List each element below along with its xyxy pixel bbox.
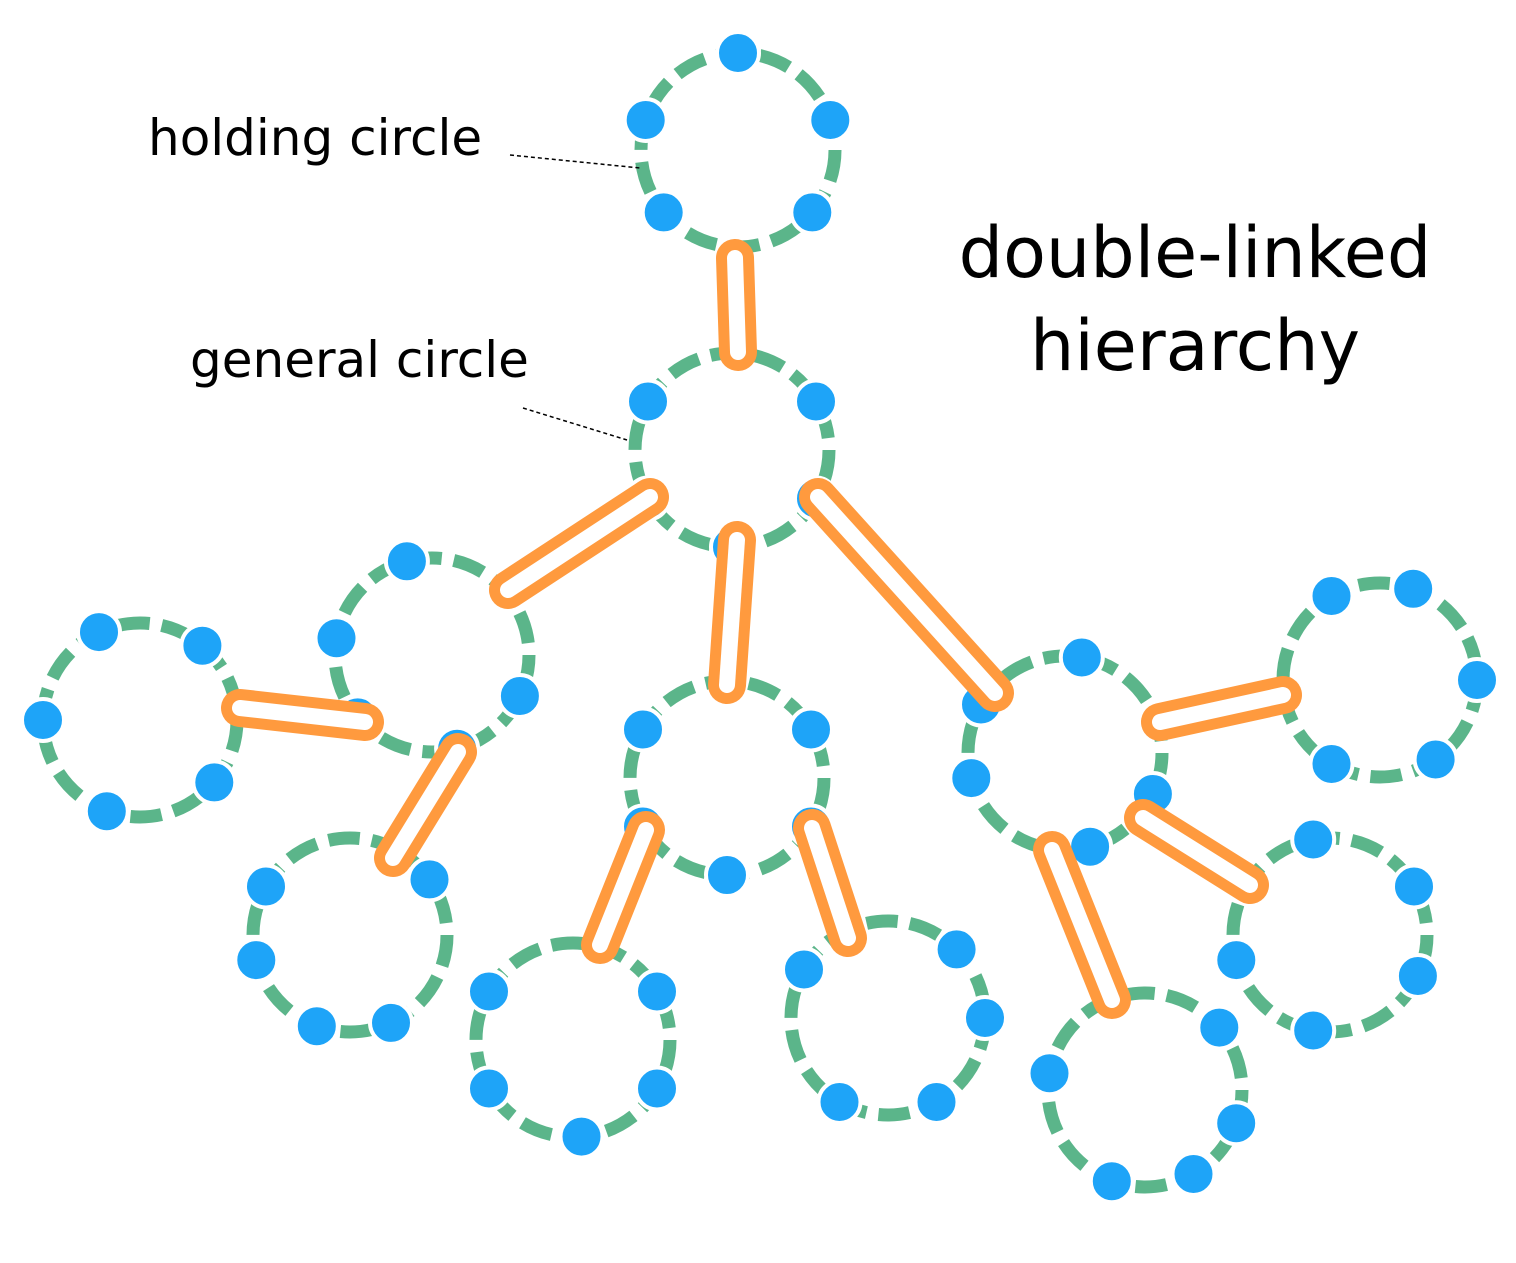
node-middle-right-3 (962, 995, 1008, 1041)
links-layer (221, 239, 1302, 1019)
node-holding-1 (715, 30, 761, 76)
node-right-bottom-4 (1170, 1151, 1217, 1197)
node-left-bottom-5 (293, 1003, 340, 1050)
node-far-left-2 (179, 622, 226, 669)
nodes-layer (20, 30, 1500, 1205)
link-core-right-to-right-bottom (1044, 842, 1120, 1008)
node-right-lower-4 (1290, 1007, 1337, 1054)
node-holding-4 (640, 189, 687, 236)
node-middle-right-5 (816, 1079, 863, 1125)
node-holding-2 (807, 97, 854, 143)
node-right-lower-3 (1394, 953, 1441, 999)
node-left-bottom-4 (368, 999, 414, 1046)
node-middle-4 (704, 852, 750, 898)
title-line-1: double-linked (959, 212, 1432, 294)
circle-ring-middle-left (469, 936, 677, 1144)
node-root-2 (793, 378, 839, 425)
link-core-right-to-far-right (1152, 687, 1291, 730)
node-far-left-3 (191, 759, 238, 806)
node-holding-5 (622, 97, 669, 143)
node-right-bottom-5 (1088, 1158, 1135, 1205)
node-far-right-5 (1308, 741, 1355, 787)
node-root-1 (625, 378, 671, 425)
general-circle-leader (522, 407, 628, 441)
general-circle-label: general circle (190, 331, 529, 389)
link-core-right-to-right-lower (1135, 810, 1258, 893)
link-core-holding-to-root (727, 250, 746, 360)
link-core-middle-to-middle-left (592, 822, 654, 953)
circle-ring-right-lower (1226, 831, 1434, 1039)
node-left-2 (313, 615, 360, 662)
node-middle-left-3 (634, 1065, 680, 1112)
node-middle-1 (620, 706, 666, 753)
node-right-lower-1 (1290, 816, 1337, 863)
link-core-root-to-middle (719, 532, 745, 693)
node-far-left-1 (76, 609, 122, 656)
link-core-root-to-left (500, 489, 658, 598)
node-far-right-2 (1390, 565, 1437, 612)
holding-circle-leader (509, 154, 641, 169)
node-middle-right-1 (933, 926, 980, 973)
title-line-2: hierarchy (1030, 305, 1360, 387)
circle-ring-left (328, 551, 536, 759)
node-middle-left-4 (558, 1113, 605, 1160)
node-left-1 (383, 538, 430, 585)
node-middle-right-4 (913, 1079, 960, 1125)
node-far-right-3 (1454, 657, 1500, 703)
node-right-5 (948, 755, 995, 802)
node-holding-3 (789, 189, 836, 236)
node-right-1 (1058, 634, 1105, 681)
node-middle-left-2 (634, 968, 680, 1015)
node-middle-left-5 (466, 1065, 512, 1112)
node-right-lower-2 (1391, 863, 1437, 910)
node-right-bottom-1 (1196, 1004, 1243, 1051)
node-middle-2 (788, 706, 834, 753)
node-left-bottom-3 (233, 937, 280, 984)
node-right-bottom-3 (1213, 1100, 1260, 1147)
holding-circle-label: holding circle (148, 109, 482, 167)
link-core-left-to-left-bottom (385, 744, 466, 866)
circle-ring-root (628, 346, 836, 554)
circle-ring-left-bottom (246, 831, 454, 1039)
circle-ring-right-bottom (1041, 986, 1249, 1194)
node-far-left-5 (20, 697, 66, 743)
node-right-lower-5 (1213, 937, 1260, 984)
node-left-3 (496, 673, 543, 719)
node-right-bottom-2 (1026, 1050, 1073, 1097)
link-core-left-to-far-left (232, 700, 373, 730)
node-far-right-1 (1308, 573, 1355, 619)
node-left-bottom-2 (406, 856, 453, 903)
node-far-left-4 (83, 788, 130, 835)
link-core-root-to-right (810, 489, 1003, 701)
node-left-bottom-1 (243, 863, 289, 910)
link-core-middle-to-middle-right (804, 820, 856, 946)
node-middle-left-1 (466, 968, 512, 1015)
node-middle-right-2 (781, 946, 827, 993)
node-far-right-4 (1412, 736, 1459, 783)
